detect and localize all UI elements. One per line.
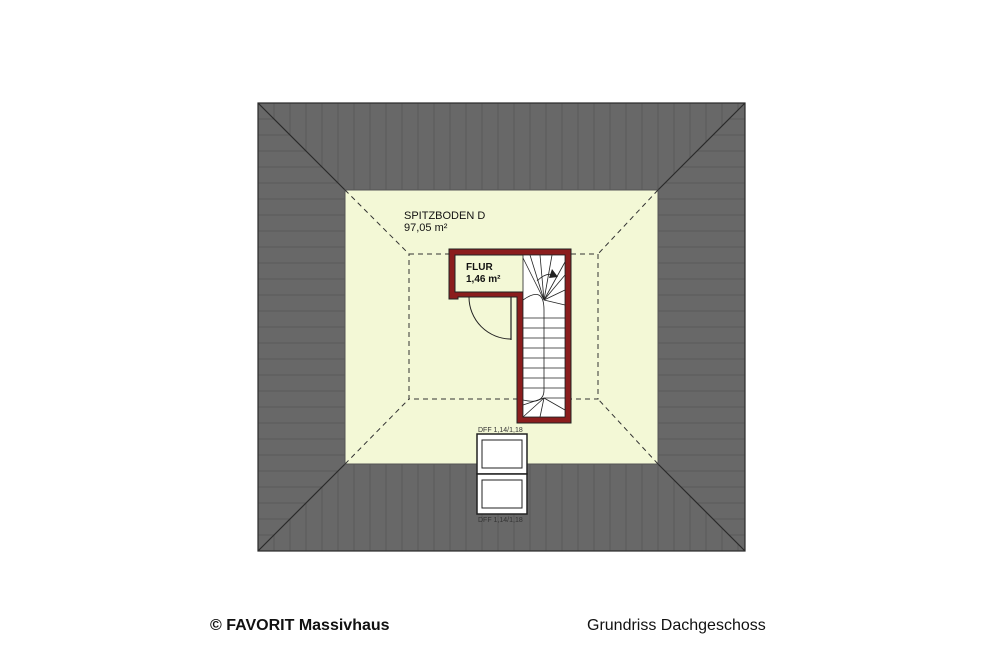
roof-hip-line <box>657 102 746 191</box>
stair-tread <box>543 261 566 301</box>
hip-dashed-line <box>344 189 410 255</box>
room-name-flur: FLUR <box>466 262 493 273</box>
roof-hips <box>257 102 746 552</box>
room-name-spitzboden: SPITZBODEN D <box>404 210 485 222</box>
stair-tread <box>543 289 566 301</box>
roof-outline <box>257 102 746 552</box>
hip-dashed-line <box>597 189 659 255</box>
roof-hip-line <box>657 463 746 552</box>
room-area-flur: 1,46 m² <box>466 274 501 285</box>
winding-stair <box>522 254 566 418</box>
stair-tread <box>543 397 566 411</box>
roof-window-upper: DFF 1,14/1,18 <box>476 427 528 475</box>
stair-treads <box>522 254 566 418</box>
roof-seams <box>258 103 745 551</box>
hip-dashed-line <box>597 398 659 465</box>
stair-tread <box>539 254 545 301</box>
attic-floor-area <box>344 189 659 465</box>
window-pane <box>481 439 523 469</box>
hip-dashed-line <box>344 398 410 465</box>
stair-inner-curve <box>522 293 545 402</box>
roof-hip-line <box>257 102 346 191</box>
stair-arrow-head <box>549 269 558 278</box>
stair-tread <box>539 397 545 418</box>
stair-tread <box>543 254 553 301</box>
roof-window-lower: DFF 1,14/1,18 <box>476 473 528 524</box>
door-swing-arc <box>468 296 512 340</box>
room-area-spitzboden: 97,05 m² <box>404 222 448 234</box>
roof-hip-line <box>257 463 346 552</box>
window-pane <box>481 479 523 509</box>
plan-title: Grundriss Dachgeschoss <box>587 617 766 634</box>
window-label-lower: DFF 1,14/1,18 <box>478 517 523 524</box>
window-label-upper: DFF 1,14/1,18 <box>478 427 523 434</box>
stair-tread <box>522 397 545 418</box>
stair-tread <box>543 274 566 301</box>
stair-tread <box>543 299 566 306</box>
stair-tread <box>522 257 545 301</box>
stair-tread <box>529 254 545 301</box>
copyright-caption: © FAVORIT Massivhaus <box>210 617 390 634</box>
